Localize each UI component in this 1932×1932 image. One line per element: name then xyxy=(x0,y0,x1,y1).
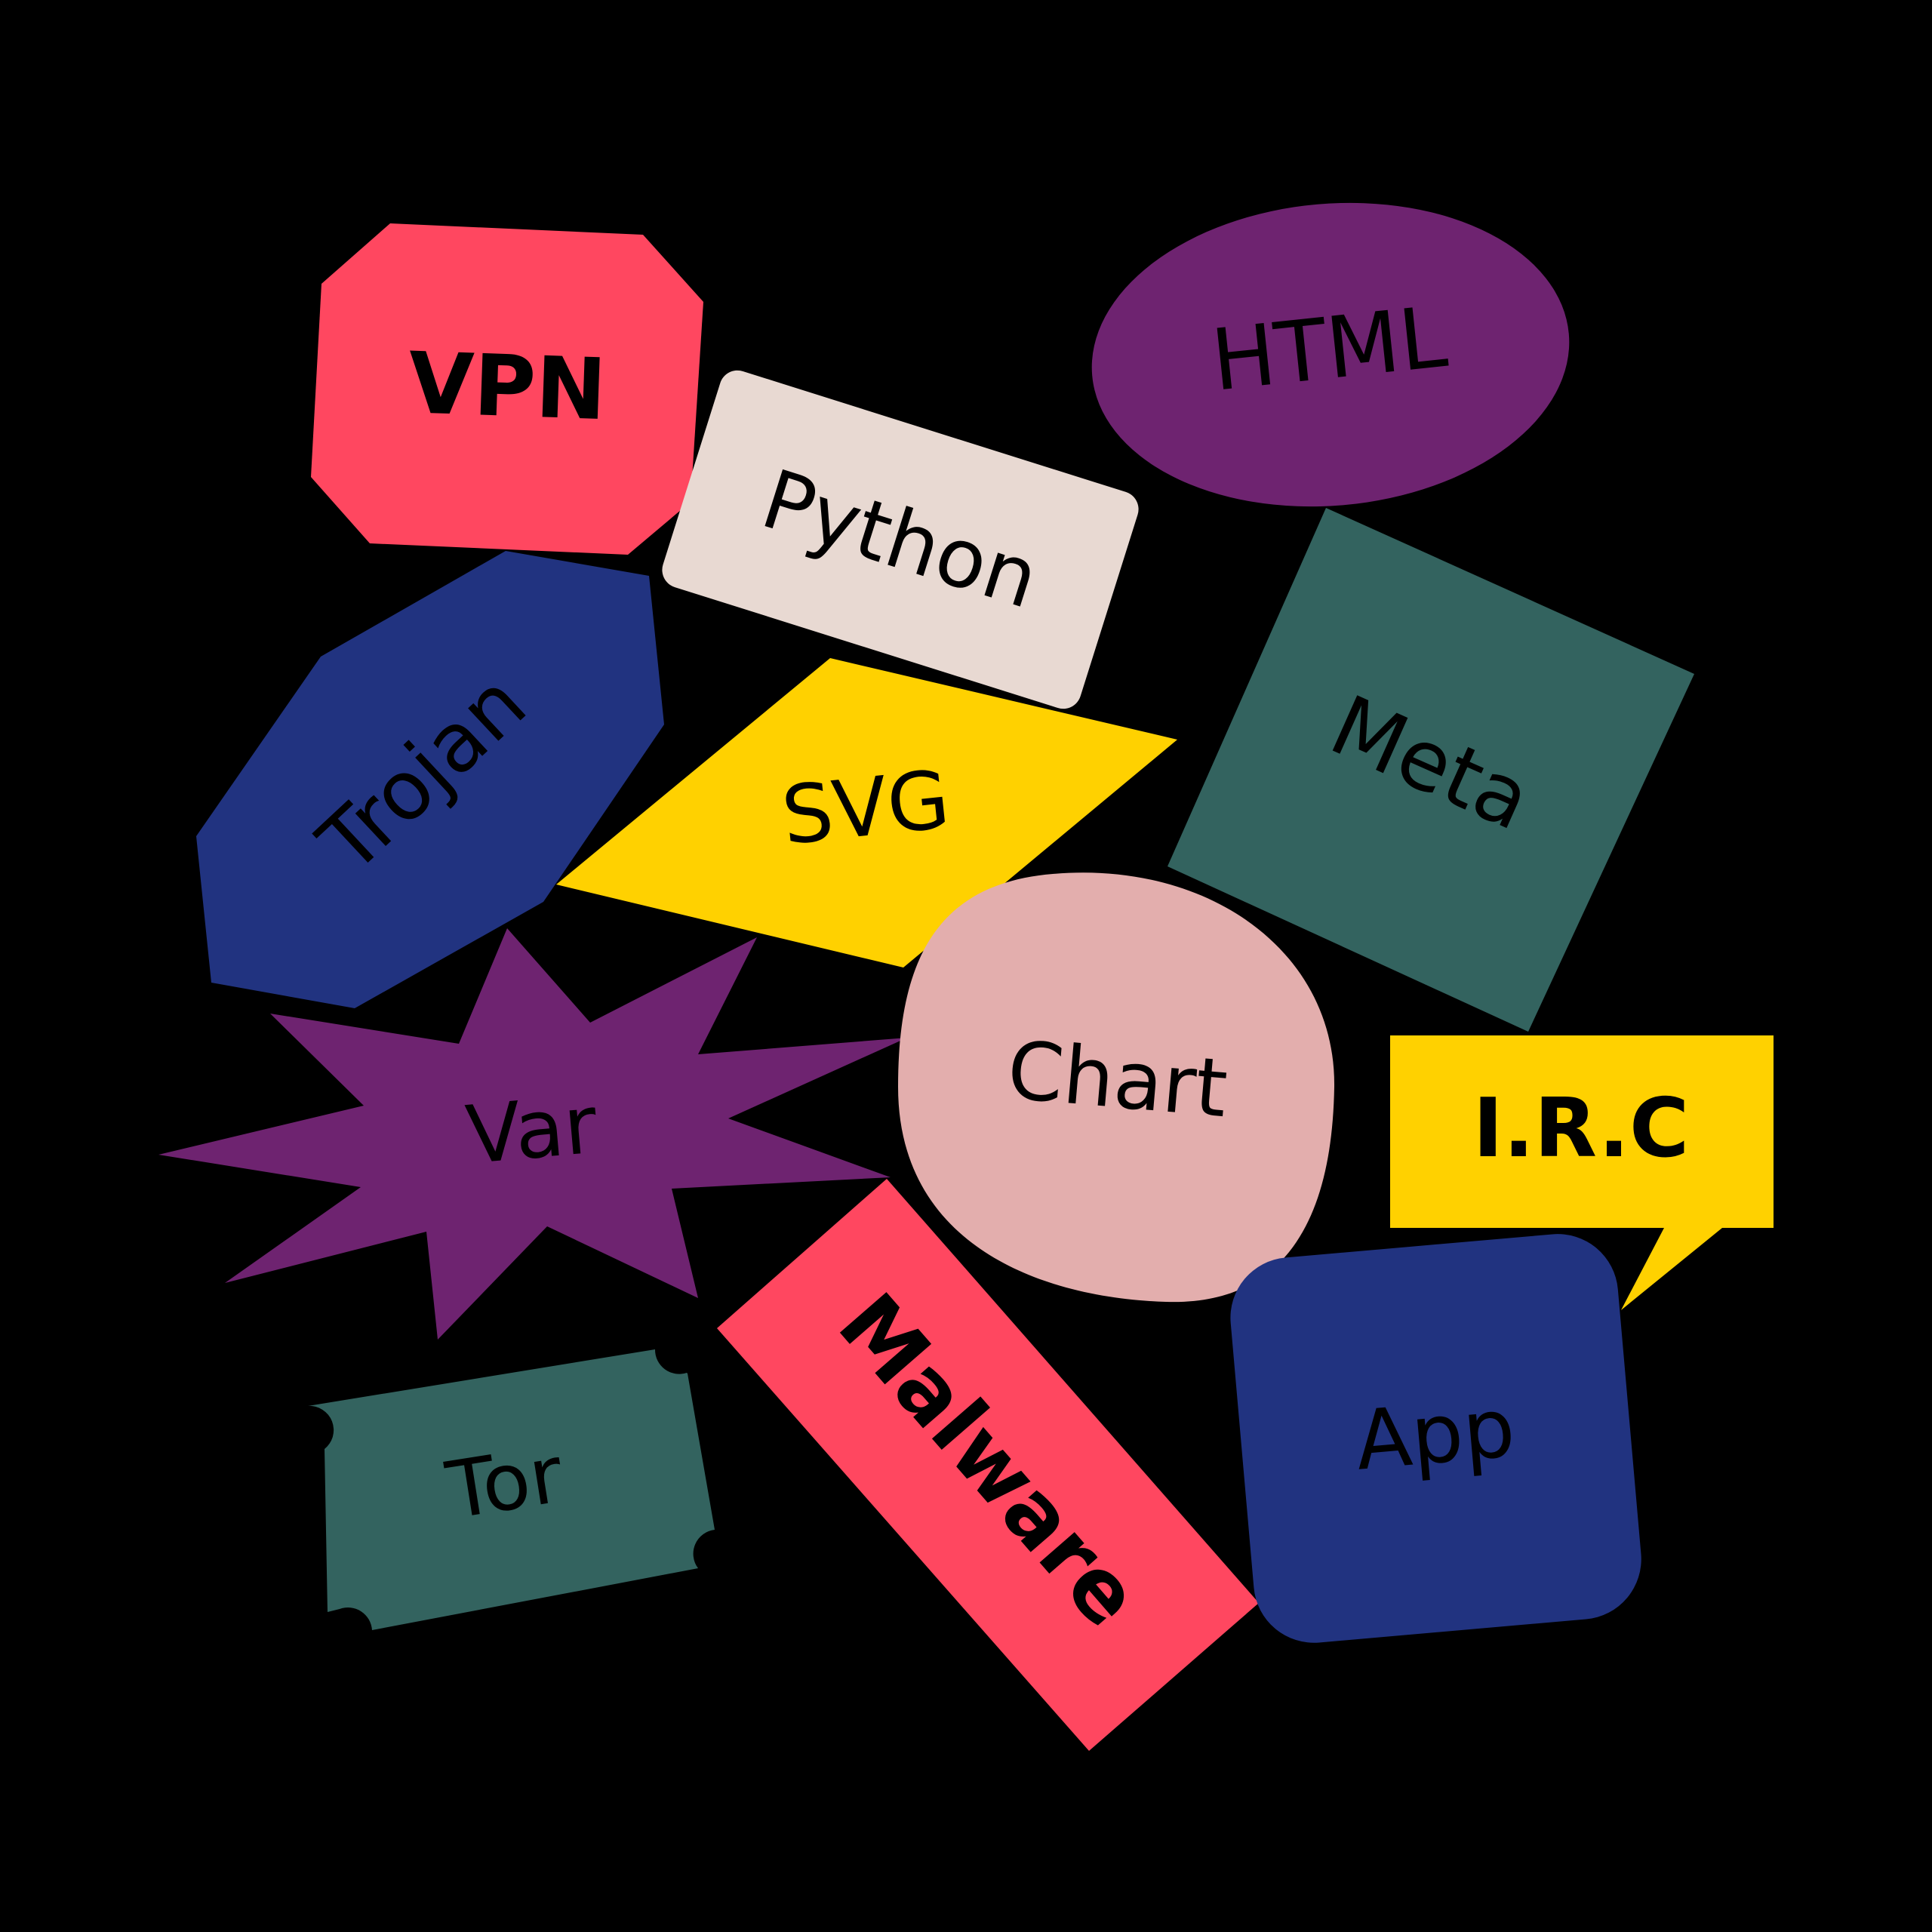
app-label: App xyxy=(1352,1381,1518,1489)
svg-shape xyxy=(556,658,1177,968)
trojan-shape xyxy=(196,551,664,1008)
meta-shape xyxy=(1168,508,1694,1032)
svg-label: SVG xyxy=(777,753,954,863)
sticker-var: Var xyxy=(158,928,907,1340)
vpn-shape xyxy=(311,223,703,555)
sticker-irc: I.R.C xyxy=(1390,1035,1774,1310)
sticker-meta: Meta xyxy=(1168,508,1694,1032)
html-shape xyxy=(1091,202,1570,507)
app-shape xyxy=(1230,1234,1641,1643)
sticker-html: HTML xyxy=(1091,202,1570,507)
irc-bubble-shape xyxy=(1390,1035,1774,1310)
tor-label: Tor xyxy=(440,1428,569,1537)
irc-label: I.R.C xyxy=(1473,1081,1690,1176)
sticker-chart: Chart xyxy=(898,872,1335,1303)
var-label: Var xyxy=(463,1078,601,1183)
sticker-tor: Tor xyxy=(308,1349,715,1630)
chart-label: Chart xyxy=(1004,1023,1231,1135)
sticker-app: App xyxy=(1230,1234,1641,1643)
sticker-malware: Malware xyxy=(717,1179,1259,1751)
sticker-svg: SVG xyxy=(556,658,1177,968)
sticker-trojan: Trojan xyxy=(196,551,664,1008)
sticker-python: Python xyxy=(662,370,1139,709)
tor-ticket-shape xyxy=(308,1349,715,1630)
var-starburst-shape xyxy=(158,928,907,1340)
malware-shape xyxy=(717,1179,1259,1751)
chart-blob-shape xyxy=(898,872,1335,1303)
sticker-vpn: VPN xyxy=(311,223,703,555)
vpn-label: VPN xyxy=(407,334,608,439)
html-label: HTML xyxy=(1207,288,1451,411)
python-shape xyxy=(662,370,1139,709)
